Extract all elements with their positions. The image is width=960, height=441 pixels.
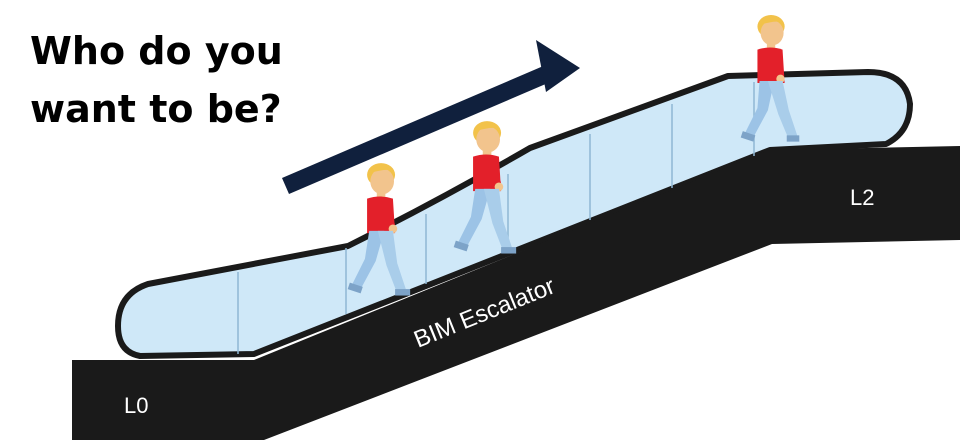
level-l2-label: L2 [850, 185, 874, 210]
escalator-body [72, 146, 960, 440]
level-l0-label: L0 [124, 393, 148, 418]
heading-line-1: Who do you [30, 29, 283, 73]
heading: Who do you want to be? [30, 22, 283, 138]
up-right-arrow-icon [282, 40, 580, 194]
heading-line-2: want to be? [30, 87, 282, 131]
escalator-balustrade [115, 69, 913, 359]
